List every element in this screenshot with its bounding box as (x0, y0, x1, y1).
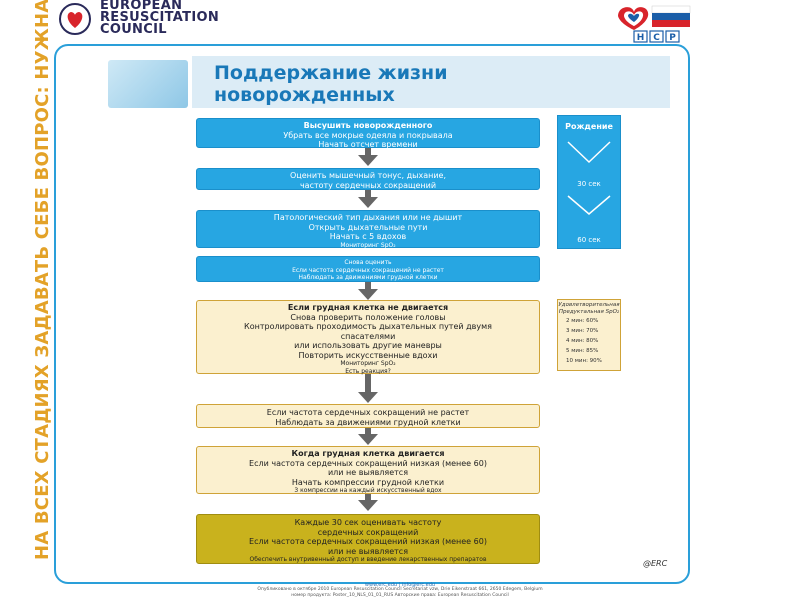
step1-line3: Начать отсчет времени (318, 140, 418, 149)
step5-heading: Если грудная клетка не двигается (287, 303, 449, 312)
step7-line2: Если частота сердечных сокращений низкая… (249, 458, 487, 468)
arrow-stem-6 (365, 494, 371, 502)
step2-line2: частоту сердечных сокращений (299, 180, 437, 190)
step3-line4: Мониторинг SpO₂ (340, 241, 396, 249)
timeline-60s: 60 сек (577, 236, 601, 244)
step1-heading: Высушить новорожденного (303, 121, 433, 130)
footer-text: Опубликовано в октябре 2010 European Res… (0, 587, 800, 599)
erc-signature: @ERC (643, 559, 668, 568)
step8-line1: Каждые 30 сек оценивать частоту (294, 518, 442, 527)
step5-line7: Мониторинг SpO₂ (340, 360, 396, 367)
newborn-photo (108, 60, 188, 108)
footer-line-2: номер продукта: Poster_10_NLS_01_01_RUS … (291, 593, 509, 598)
step1-line2: Убрать все мокрые одеяла и покрывала (283, 130, 453, 140)
arrow-stem-3 (365, 282, 371, 290)
step-chest-not-moving: Если грудная клетка не двигается Снова п… (196, 300, 540, 375)
spo2-row: 2 мин: 60% (566, 318, 599, 324)
step3-line1: Патологический тип дыхания или не дышит (273, 213, 463, 222)
poster-title: Поддержание жизни новорожденных (214, 62, 448, 106)
step-chest-compressions: Когда грудная клетка двигается Если част… (196, 446, 540, 494)
spo2-row: 3 мин: 70% (566, 328, 599, 334)
arrow-down-4 (358, 392, 378, 403)
arrow-down-6 (358, 500, 378, 511)
birth-timeline: Рождение 30 сек 60 сек (557, 115, 621, 249)
nsr-letter-2: С (653, 33, 660, 43)
step6-line1: Если частота сердечных сокращений не рас… (266, 408, 470, 417)
spo2-row: 10 мин: 90% (566, 358, 602, 364)
step6-line2: Наблюдать за движениями грудной клетки (275, 417, 461, 427)
step5-line8: Есть реакция? (345, 367, 391, 375)
step8-line3: Если частота сердечных сокращений низкая… (249, 537, 487, 546)
step3-line2: Открыть дыхательные пути (308, 222, 428, 232)
title-line-2: новорожденных (214, 84, 395, 106)
arrow-down-3 (358, 289, 378, 300)
step7-heading: Когда грудная клетка двигается (291, 449, 445, 458)
timeline-arrows (567, 141, 611, 215)
step-airway: Патологический тип дыхания или не дышит … (196, 210, 540, 249)
step-drugs: Каждые 30 сек оценивать частоту сердечны… (196, 514, 540, 564)
step-assess: Оценить мышечный тонус, дыхание, частоту… (196, 168, 540, 190)
step8-line4: или не выявляется (327, 546, 409, 556)
footer-line-1: Опубликовано в октябре 2010 European Res… (257, 587, 543, 592)
arrow-stem-2 (365, 190, 371, 198)
arrow-stem-4 (365, 374, 371, 394)
step3-line3: Начать с 5 вдохов (329, 232, 407, 241)
step5-line2: Снова проверить положение головы (290, 312, 446, 322)
spo2-row: 5 мин: 85% (566, 348, 599, 354)
step2-line1: Оценить мышечный тонус, дыхание, (289, 171, 446, 180)
step4-line1: Снова оценить (344, 259, 392, 266)
step5-line3: Контролировать проходимость дыхательных … (244, 322, 492, 331)
step7-line3: или не выявляется (327, 468, 409, 477)
footer-url: www.erc.edu | info@erc.edu (364, 582, 436, 588)
step5-line5: или использовать другие маневры (294, 341, 442, 350)
step7-line4: Начать компрессии грудной клетки (291, 477, 445, 487)
step8-line2: сердечных сокращений (317, 527, 419, 537)
org-line-2: RESUSCITATION (100, 10, 219, 25)
step-hr-not-rising: Если частота сердечных сокращений не рас… (196, 404, 540, 428)
arrow-stem-5 (365, 428, 371, 436)
step4-line2: Если частота сердечных сокращений не рас… (292, 266, 444, 274)
side-question-label: НА ВСЕХ СТАДИЯХ ЗАДАВАТЬ СЕБЕ ВОПРОС: НУ… (32, 0, 53, 560)
arrow-down-5 (358, 434, 378, 445)
arrow-down-1 (358, 155, 378, 166)
erc-heart-logo (59, 3, 91, 35)
nsr-letter-3: Р (669, 33, 676, 43)
spo2-header: Удовлетворительная Предуктальная SpO₂ (558, 302, 620, 315)
step5-line4: спасателями (340, 331, 396, 341)
org-line-1: EUROPEAN (100, 0, 183, 13)
timeline-30s: 30 сек (577, 180, 601, 188)
title-band (192, 56, 670, 108)
step-dry-newborn: Высушить новорожденного Убрать все мокры… (196, 118, 540, 149)
arrow-stem-1 (365, 148, 371, 156)
org-line-3: COUNCIL (100, 22, 167, 37)
poster-frame (54, 44, 690, 584)
erc-wordmark: EUROPEAN RESUSCITATION COUNCIL (100, 0, 219, 36)
spo2-targets: Удовлетворительная Предуктальная SpO₂ 2 … (557, 299, 621, 371)
nsr-logo: Н С Р (618, 5, 691, 43)
title-line-1: Поддержание жизни (214, 62, 448, 84)
step5-line6: Повторить искусственные вдохи (298, 350, 438, 360)
nsr-letter-1: Н (637, 33, 645, 43)
step-reassess: Снова оценить Если частота сердечных сок… (196, 256, 540, 282)
spo2-row: 4 мин: 80% (566, 338, 599, 344)
arrow-down-2 (358, 197, 378, 208)
step4-line3: Наблюдать за движениями грудной клетки (298, 274, 438, 281)
timeline-title: Рождение (565, 122, 613, 131)
step8-line5: Обеспечить внутривенный доступ и введени… (249, 556, 487, 563)
step7-line5: 3 компрессии на каждый искусственный вдо… (294, 487, 442, 494)
